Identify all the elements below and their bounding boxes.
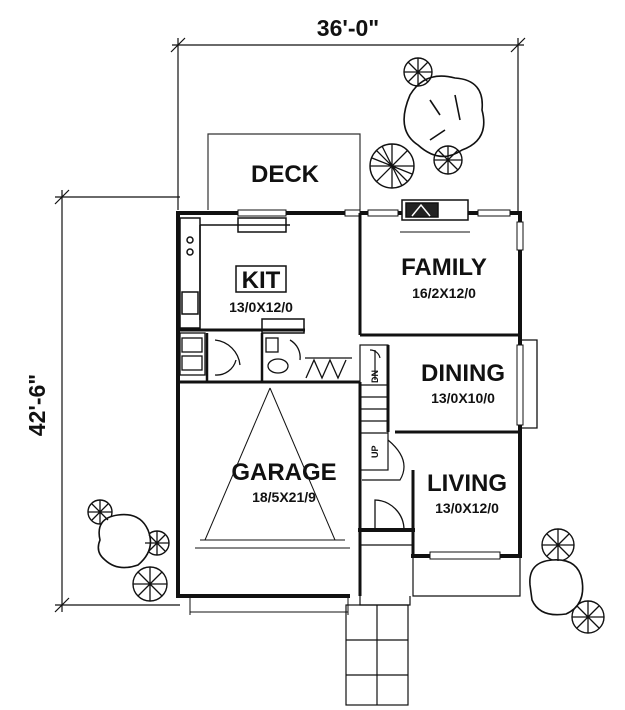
dining-label: DINING: [421, 360, 505, 387]
width-dimension: [170, 37, 526, 215]
living-window: [429, 551, 501, 560]
family-windows: [367, 209, 511, 217]
deck: [207, 133, 361, 210]
kit-size: 13/0X12/0: [229, 299, 293, 315]
kitchen-window: [237, 209, 361, 217]
garage-label: GARAGE: [231, 459, 336, 486]
stair-up-label: UP: [370, 445, 380, 458]
family-label: FAMILY: [401, 254, 487, 281]
utility-area: [179, 332, 352, 382]
staircase: [359, 344, 405, 481]
dining-bay-window: [520, 339, 538, 429]
garage-details: [189, 387, 350, 615]
tree-icon: [529, 559, 584, 616]
front-walk: [345, 544, 521, 706]
shrub-rays: [88, 58, 604, 633]
kit-label-box: [235, 265, 287, 293]
fireplace: [400, 199, 470, 233]
living-label: LIVING: [427, 470, 507, 497]
dining-size: 13/0X10/0: [431, 390, 495, 406]
kit-label: KIT: [242, 267, 281, 294]
shrub-icon: [87, 57, 605, 634]
right-windows: [516, 221, 524, 426]
garage-size: 18/5X21/9: [252, 489, 316, 505]
width-dimension-label: 36'-0": [317, 15, 379, 41]
family-size: 16/2X12/0: [412, 285, 476, 301]
tree-icon: [97, 513, 152, 569]
kitchen-counters: [179, 217, 305, 334]
living-size: 13/0X12/0: [435, 500, 499, 516]
tree-icon: [403, 75, 485, 158]
depth-dimension-label: 42'-6": [24, 374, 50, 436]
depth-dimension: [54, 189, 180, 613]
deck-label: DECK: [251, 161, 320, 188]
stair-down-label: DN: [370, 370, 380, 383]
entry-door: [374, 499, 405, 531]
